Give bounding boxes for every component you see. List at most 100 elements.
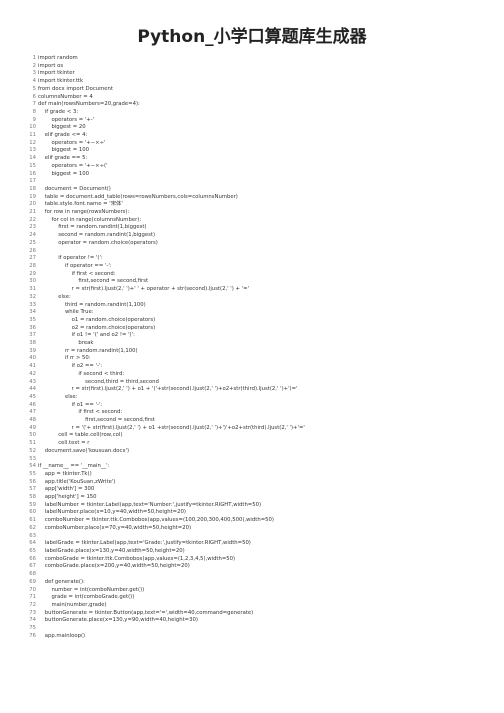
code-line: 27 if operator != '(': — [0, 255, 504, 263]
code-line: 30 first,second = second,first — [0, 278, 504, 286]
code-line: 23 first = random.randint(1,biggest) — [0, 224, 504, 232]
code-text: rr = random.randint(1,100) — [38, 347, 138, 354]
line-number: 27 — [29, 255, 36, 262]
code-text: o1 = random.choice(operators) — [38, 316, 156, 323]
code-line: 8 if grade < 3: — [0, 109, 504, 117]
code-text: if first < second: — [38, 409, 123, 416]
code-text: def generate(): — [38, 578, 85, 585]
code-line: 18 document = Document() — [0, 186, 504, 194]
code-line: 72 main(number,grade) — [0, 602, 504, 610]
line-number: 24 — [29, 232, 36, 239]
code-line: 19 table = document.add_table(rows=rowsN… — [0, 194, 504, 202]
line-number: 28 — [29, 262, 36, 269]
line-number: 2 — [32, 62, 36, 69]
line-number: 72 — [29, 601, 36, 608]
code-line: 9 operators = '+-' — [0, 117, 504, 125]
code-text: cell = table.cell(row,col) — [38, 432, 123, 439]
code-text: labelGrade = tkinter.Label(app,text='Gra… — [38, 540, 251, 547]
line-number: 29 — [29, 270, 36, 277]
code-line: 68 — [0, 571, 504, 579]
line-number: 13 — [29, 147, 36, 154]
code-line: 56 app.title('KouSuan,zWrite') — [0, 479, 504, 487]
line-number: 57 — [29, 486, 36, 493]
code-text: table.style.font.name = '宋体' — [38, 201, 123, 208]
line-number: 70 — [29, 586, 36, 593]
code-text: operators = '+−×÷' — [38, 139, 106, 146]
line-number: 48 — [29, 417, 36, 424]
code-text: if o1 != '(' and o2 != '(': — [38, 332, 135, 339]
code-line: 26 — [0, 248, 504, 256]
page-title: Python_小学口算题库生成器 — [137, 27, 367, 47]
code-text: biggest = 100 — [38, 147, 90, 154]
code-text: biggest = 20 — [38, 124, 86, 131]
code-line: 15 operators = '+−×÷(' — [0, 163, 504, 171]
line-number: 10 — [29, 124, 36, 131]
code-line: 43 second,third = third,second — [0, 379, 504, 387]
code-text: r = str(first).ljust(2,' ') + o1 + '('+s… — [38, 386, 298, 393]
code-line: 55 app = tkinter.Tk() — [0, 471, 504, 479]
line-number: 62 — [29, 524, 36, 531]
line-number: 66 — [29, 555, 36, 562]
code-text: main(number,grade) — [38, 601, 107, 608]
code-line: 24 second = random.randint(1,biggest) — [0, 232, 504, 240]
line-number: 64 — [29, 540, 36, 547]
code-line: 28 if operator == '-': — [0, 263, 504, 271]
code-line: 69 def generate(): — [0, 579, 504, 587]
code-text: app.title('KouSuan,zWrite') — [38, 478, 116, 485]
line-number: 32 — [29, 293, 36, 300]
code-line: 36 o2 = random.choice(operators) — [0, 325, 504, 333]
code-text: comboNumber = tkinter.ttk.Combobox(app,v… — [38, 517, 274, 524]
code-line: 35 o1 = random.choice(operators) — [0, 317, 504, 325]
code-text: app['width'] = 300 — [38, 486, 95, 493]
line-number: 31 — [29, 286, 36, 293]
line-number: 34 — [29, 309, 36, 316]
code-line: 29 if first < second: — [0, 271, 504, 279]
line-number: 63 — [29, 532, 36, 539]
code-line: 37 if o1 != '(' and o2 != '(': — [0, 332, 504, 340]
code-text: first,second = second,first — [38, 278, 149, 285]
code-text: for row in range(rowsNumbers): — [38, 209, 130, 216]
line-number: 50 — [29, 432, 36, 439]
line-number: 51 — [29, 440, 36, 447]
line-number: 55 — [29, 470, 36, 477]
line-number: 1 — [32, 55, 36, 61]
code-text: o2 = random.choice(operators) — [38, 324, 156, 331]
code-text: comboNumber.place(x=70,y=40,width=50,hei… — [38, 524, 192, 531]
code-text: if first < second: — [38, 270, 116, 277]
line-number: 58 — [29, 494, 36, 501]
code-line: 50 cell = table.cell(row,col) — [0, 432, 504, 440]
line-number: 74 — [29, 617, 36, 624]
code-line: 49 r = '('+ str(first).ljust(2,' ') + o1… — [0, 425, 504, 433]
code-text: r = str(first).ljust(2,' ')+' ' + operat… — [38, 286, 249, 293]
line-number: 9 — [32, 116, 36, 123]
code-text: def main(rowsNumbers=20,grade=4): — [38, 101, 140, 108]
code-line: 39 rr = random.randint(1,100) — [0, 348, 504, 356]
line-number: 67 — [29, 563, 36, 570]
line-number: 25 — [29, 239, 36, 246]
code-text: if o2 == '-': — [38, 363, 103, 370]
line-number: 41 — [29, 363, 36, 370]
code-line: 46 if o1 == '-': — [0, 402, 504, 410]
code-text: while True: — [38, 309, 94, 316]
code-line: 31 r = str(first).ljust(2,' ')+' ' + ope… — [0, 286, 504, 294]
code-line: 53 — [0, 456, 504, 464]
line-number: 19 — [29, 193, 36, 200]
code-line: 74 buttonGenerate.place(x=130,y=90,width… — [0, 617, 504, 625]
code-text: columnsNumber = 4 — [38, 93, 93, 100]
line-number: 65 — [29, 548, 36, 554]
code-text: if grade < 3: — [38, 108, 79, 115]
code-text: break — [38, 340, 94, 347]
code-text: biggest = 100 — [38, 170, 90, 177]
code-text: labelNumber = tkinter.Label(app,text='Nu… — [38, 501, 262, 508]
line-number: 40 — [29, 355, 36, 362]
code-line: 14 elif grade == 5: — [0, 155, 504, 163]
code-text: cell.text = r — [38, 440, 90, 447]
code-line: 52 document.save('kousuan.docx') — [0, 448, 504, 456]
line-number: 42 — [29, 370, 36, 377]
code-text: from docx import Document — [38, 85, 113, 92]
line-number: 35 — [29, 316, 36, 323]
code-line: 75 — [0, 625, 504, 633]
